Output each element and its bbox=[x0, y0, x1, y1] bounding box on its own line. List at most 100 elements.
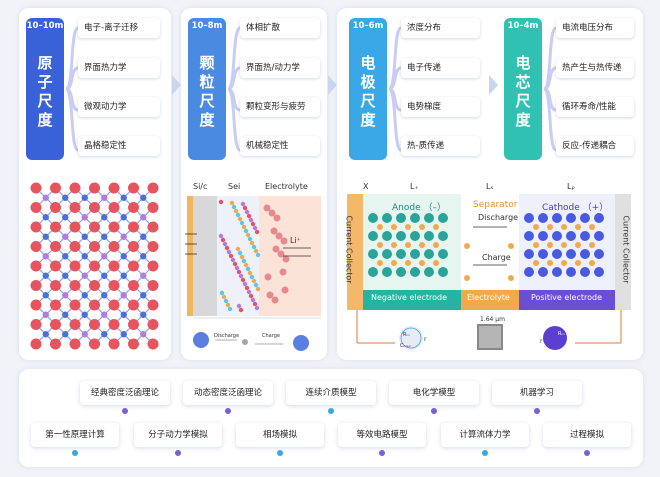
scale-name-char: 尺 bbox=[37, 92, 53, 110]
scale-name-char: 度 bbox=[199, 111, 215, 129]
lattice-atom bbox=[69, 299, 81, 311]
lattice-atom bbox=[147, 221, 159, 233]
theory-chip: 连续介质模型 bbox=[286, 381, 376, 405]
scale-name-char: 度 bbox=[360, 111, 376, 129]
scale-item: 微观动力学 bbox=[78, 97, 160, 117]
brace-connector bbox=[387, 26, 403, 152]
lattice-atom bbox=[89, 299, 100, 311]
scale-name-char: 尺 bbox=[515, 92, 531, 110]
electrode-diagram bbox=[347, 194, 631, 350]
lattice-atom bbox=[108, 319, 120, 330]
scale-name-char: 子 bbox=[37, 73, 53, 91]
scale-name-char: 颗 bbox=[199, 54, 215, 72]
sei-label: Sei bbox=[228, 182, 241, 191]
lattice-atom bbox=[69, 182, 81, 194]
lattice-atom bbox=[128, 280, 139, 291]
lattice-atom bbox=[128, 241, 139, 252]
particle-size-label: 1.64 μm bbox=[480, 316, 505, 323]
chevron-right-icon bbox=[328, 75, 337, 95]
lattice-atom bbox=[147, 182, 159, 194]
scale-item: 反应-传递耦合 bbox=[556, 136, 634, 156]
lattice-atom bbox=[89, 319, 100, 330]
method-chip: 相场模拟 bbox=[236, 423, 324, 447]
scale-name-char: 度 bbox=[37, 111, 53, 129]
particle-diagram bbox=[185, 196, 321, 351]
r-label-left: r bbox=[424, 336, 427, 343]
scale-item: 热-质传递 bbox=[401, 136, 480, 156]
scale-item: 电势梯度 bbox=[401, 97, 480, 117]
lattice-atom bbox=[147, 260, 159, 272]
electrolyte-label: Electrolyte bbox=[265, 182, 308, 191]
lattice-atom bbox=[89, 182, 100, 194]
scale-name-char: 电 bbox=[515, 54, 531, 72]
lattice-atom bbox=[50, 221, 61, 233]
lattice-atom bbox=[89, 260, 100, 272]
ln-label: L₊ bbox=[410, 182, 419, 191]
lattice-atom bbox=[50, 202, 61, 213]
scale-item: 晶格稳定性 bbox=[78, 136, 160, 156]
lattice-atom bbox=[108, 182, 120, 194]
lattice-atom bbox=[30, 241, 42, 252]
theory-chip: 经典密度泛函理论 bbox=[80, 381, 170, 405]
lattice-atom bbox=[128, 338, 139, 350]
brace-connector bbox=[64, 26, 80, 152]
lattice-atom bbox=[128, 319, 139, 330]
discharge-label-small: Discharge bbox=[214, 333, 240, 339]
scale-name: 电芯尺度 bbox=[504, 54, 542, 130]
scale-name-char: 电 bbox=[360, 54, 376, 72]
rm-label-left: Rₘ bbox=[403, 332, 410, 338]
lattice-atom bbox=[69, 338, 81, 350]
lp-label: Lₚ bbox=[567, 182, 575, 191]
lattice-atom bbox=[108, 241, 120, 252]
method-dot bbox=[379, 450, 385, 456]
lattice-atom bbox=[69, 319, 81, 330]
lattice-atom bbox=[69, 202, 81, 213]
lattice-atom bbox=[128, 182, 139, 194]
lattice-atom bbox=[147, 319, 159, 330]
scale-block-3: 10–4m 电芯尺度 bbox=[504, 18, 542, 160]
scale-item: 浓度分布 bbox=[401, 18, 480, 38]
lattice-atom bbox=[50, 260, 61, 272]
theory-dot bbox=[328, 408, 334, 414]
li-ion-label: Li⁺ bbox=[290, 236, 301, 245]
lattice-atom bbox=[147, 280, 159, 291]
lattice-atom bbox=[50, 319, 61, 330]
lattice-atom bbox=[108, 221, 120, 233]
lattice-atom bbox=[30, 221, 42, 233]
chevron-right-icon bbox=[172, 75, 181, 95]
scale-range: 10–8m bbox=[191, 21, 223, 31]
scale-name-char: 极 bbox=[360, 73, 376, 91]
method-dot bbox=[175, 450, 181, 456]
current-collector-left: Current Collector bbox=[344, 215, 354, 284]
lattice-atom bbox=[50, 182, 61, 194]
method-chip: 等效电路模型 bbox=[338, 423, 426, 447]
scale-name-char: 尺 bbox=[360, 92, 376, 110]
lattice-atom bbox=[30, 260, 42, 272]
lattice-atom bbox=[30, 280, 42, 291]
lattice-atom bbox=[50, 338, 61, 350]
scale-name: 电极尺度 bbox=[349, 54, 387, 130]
lattice-atom bbox=[108, 202, 120, 213]
positive-electrode-label: Positive electrode bbox=[531, 293, 602, 302]
lattice-atom bbox=[128, 260, 139, 272]
anode-label: Anode （–） bbox=[392, 203, 446, 213]
lattice-atom bbox=[69, 221, 81, 233]
x-label: X bbox=[363, 182, 369, 191]
lattice-atom bbox=[89, 241, 100, 252]
lattice-atom bbox=[147, 202, 159, 213]
scale-item: 热产生与热传递 bbox=[556, 58, 634, 78]
scale-item: 界面热力学 bbox=[78, 58, 160, 78]
scale-item: 电子传递 bbox=[401, 58, 480, 78]
scale-item: 电流电压分布 bbox=[556, 18, 634, 38]
ls-label: Lₛ bbox=[486, 182, 494, 191]
chevron-right-icon bbox=[489, 75, 498, 95]
lattice-atom bbox=[69, 241, 81, 252]
lattice-atom bbox=[30, 338, 42, 350]
charge-label-small: Charge bbox=[262, 333, 280, 339]
lattice-atom bbox=[89, 202, 100, 213]
scale-range: 10–4m bbox=[507, 21, 539, 31]
scale-name-char: 粒 bbox=[199, 73, 215, 91]
